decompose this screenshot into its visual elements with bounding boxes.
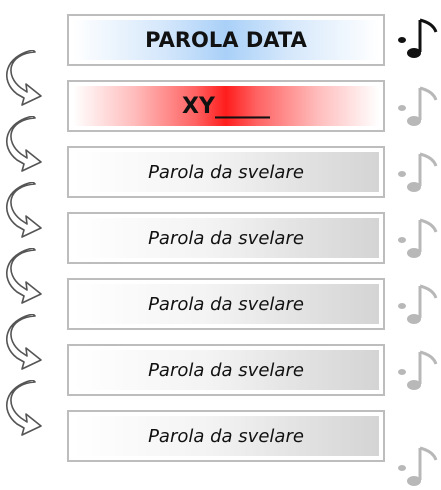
curved-arrow-icon [6,314,42,370]
word-card-hidden[interactable]: Parola da svelare [67,212,385,264]
word-card-hidden[interactable]: Parola da svelare [67,344,385,396]
hidden-word-label: Parola da svelare [148,227,304,249]
curved-arrow-icon [6,116,42,172]
curved-arrow-icon [6,248,42,304]
music-note-icon[interactable] [398,150,438,194]
curved-arrow-icon [6,380,42,436]
music-note-icon[interactable] [398,216,438,260]
music-note-icon[interactable] [398,282,438,326]
music-note-icon[interactable] [398,348,438,392]
word-card-hidden[interactable]: Parola da svelare [67,146,385,198]
word-card-hidden[interactable]: Parola da svelare [67,410,385,462]
music-note-icon[interactable] [398,444,438,488]
word-card-given[interactable]: PAROLA DATA [67,14,385,66]
curved-arrow-icon [6,50,42,106]
hidden-word-label: Parola da svelare [148,293,304,315]
curved-arrow-icon [6,182,42,238]
hidden-word-label: Parola da svelare [148,161,304,183]
word-card-current[interactable]: XY_____ [67,80,385,132]
hidden-word-label: Parola da svelare [148,359,304,381]
music-note-icon[interactable] [398,16,438,60]
given-word-label: PAROLA DATA [145,28,307,52]
hidden-word-label: Parola da svelare [148,425,304,447]
music-note-icon[interactable] [398,84,438,128]
current-word-label: XY_____ [182,93,270,119]
word-card-hidden[interactable]: Parola da svelare [67,278,385,330]
